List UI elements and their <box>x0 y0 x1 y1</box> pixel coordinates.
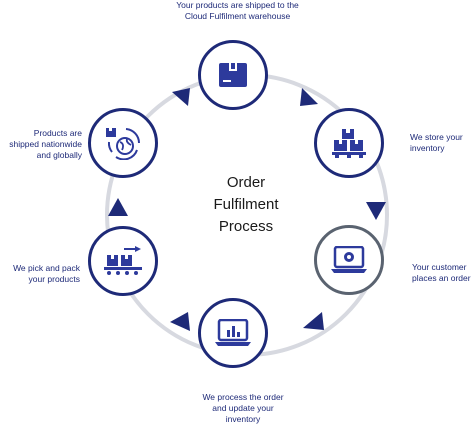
box-icon <box>218 62 248 88</box>
step-node-pick <box>88 226 158 296</box>
step-label-pick: We pick and pack your products <box>13 263 80 284</box>
step-node-process <box>198 298 268 368</box>
step-label-deliver: Products are shipped nationwide and glob… <box>9 128 82 160</box>
step-node-store <box>314 108 384 178</box>
step-label-ship: Your products are shipped to the Cloud F… <box>176 0 299 21</box>
globe-delivery-icon <box>104 126 142 160</box>
step-label-order: Your customer places an order <box>412 262 471 283</box>
step-node-ship <box>198 40 268 110</box>
arrow-ship-to-store <box>300 88 318 106</box>
step-label-store: We store your inventory <box>410 132 463 153</box>
laptop-chart-icon <box>215 319 251 347</box>
arrow-order-to-process <box>303 312 324 330</box>
stacked-boxes-pallet-icon <box>332 128 366 158</box>
diagram-title: Order Fulfilment Process <box>213 174 279 235</box>
arrow-pick-to-deliver <box>108 198 128 216</box>
step-node-order <box>314 225 384 295</box>
step-label-process: We process the order and update your inv… <box>202 392 284 424</box>
conveyor-belt-icon <box>104 246 142 276</box>
arrow-store-to-order <box>366 202 386 220</box>
laptop-order-icon <box>331 246 367 274</box>
arrow-deliver-to-ship <box>172 88 190 106</box>
arrow-process-to-pick <box>170 312 190 331</box>
step-node-deliver <box>88 108 158 178</box>
